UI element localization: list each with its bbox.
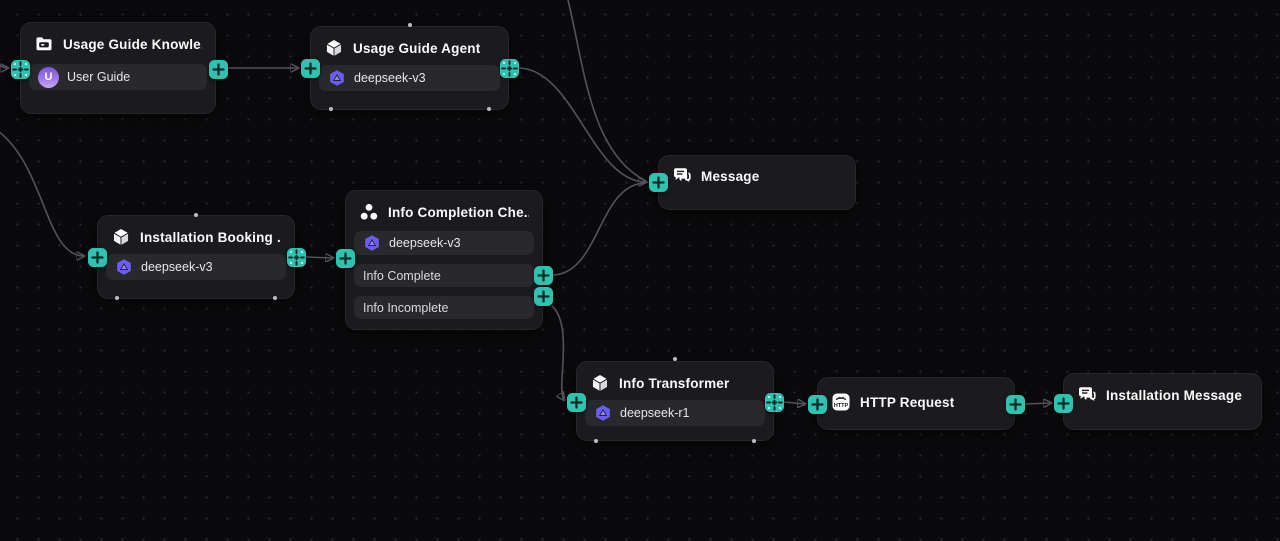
- message-icon: [673, 167, 691, 183]
- branch-complete-output-handle[interactable]: [534, 266, 553, 285]
- plus-icon: [91, 251, 104, 264]
- knowledge-icon: [36, 37, 52, 51]
- edge-http-to-installation-message[interactable]: [1024, 403, 1051, 404]
- edge-into-usage-guide-knowledge[interactable]: [0, 63, 8, 68]
- plus-icon: [652, 176, 665, 189]
- model-name: deepseek-v3: [389, 236, 461, 250]
- knowledge-source-row[interactable]: U User Guide: [29, 64, 207, 90]
- edge-transformer-to-http[interactable]: [783, 402, 805, 404]
- node-installation-message[interactable]: Installation Message: [1054, 373, 1262, 430]
- node-title: Message: [701, 168, 760, 184]
- http-icon: HTTP: [832, 393, 850, 411]
- message-icon: [1078, 386, 1096, 402]
- plus-icon: [1009, 398, 1022, 411]
- deepseek-icon: [365, 235, 379, 251]
- model-name: deepseek-r1: [620, 406, 690, 420]
- node-message[interactable]: Message: [649, 155, 856, 210]
- edge-booking-to-infocompletion[interactable]: [305, 257, 333, 258]
- node-title: Usage Guide Knowle...: [63, 36, 202, 52]
- node-http-request[interactable]: HTTP HTTP Request: [808, 377, 1025, 430]
- branch-info-incomplete[interactable]: Info Incomplete: [354, 296, 534, 319]
- edge-agent-to-message[interactable]: [517, 67, 646, 182]
- plus-icon: [1057, 397, 1070, 410]
- input-handle[interactable]: [336, 249, 355, 268]
- edge-infoincomplete-to-transformer[interactable]: [551, 305, 564, 400]
- output-handle[interactable]: [765, 393, 784, 412]
- node-info-completion-checker[interactable]: Info Completion Che... deepseek-v3 Info …: [336, 190, 553, 330]
- plus-icon: [811, 398, 824, 411]
- deepseek-icon: [330, 70, 344, 86]
- model-selector-row[interactable]: deepseek-v3: [354, 231, 534, 255]
- edge-infocomplete-to-message[interactable]: [551, 182, 647, 276]
- anchor-dot: [752, 439, 756, 443]
- input-handle[interactable]: [649, 173, 668, 192]
- edge-into-installation-booking[interactable]: [0, 128, 84, 256]
- branch-incomplete-output-handle[interactable]: [534, 287, 553, 306]
- crosshair-plus-icon: [12, 61, 29, 78]
- node-title: Installation Message: [1106, 387, 1243, 403]
- anchor-dot: [115, 296, 119, 300]
- crosshair-plus-icon: [501, 60, 518, 77]
- output-handle[interactable]: [287, 248, 306, 267]
- anchor-dot: [673, 357, 677, 361]
- node-title: HTTP Request: [860, 394, 955, 410]
- output-handle[interactable]: [209, 60, 228, 79]
- model-selector-row[interactable]: deepseek-r1: [585, 400, 765, 426]
- anchor-dot: [408, 23, 412, 27]
- input-handle[interactable]: [301, 59, 320, 78]
- agent-cube-icon: [326, 39, 342, 57]
- node-usage-guide-knowledge[interactable]: Usage Guide Knowle... U User Guide: [11, 22, 228, 114]
- anchor-dot: [594, 439, 598, 443]
- input-handle[interactable]: [1054, 394, 1073, 413]
- deepseek-icon: [117, 259, 131, 275]
- model-selector-row[interactable]: deepseek-v3: [319, 65, 500, 91]
- model-selector-row[interactable]: deepseek-v3: [106, 254, 286, 280]
- agent-cube-icon: [113, 228, 129, 246]
- crosshair-plus-icon: [288, 249, 305, 266]
- node-info-transformer[interactable]: Info Transformer deepseek-r1: [567, 361, 784, 441]
- classifier-icon: [360, 204, 378, 220]
- user-guide-avatar: U: [38, 66, 59, 88]
- plus-icon: [339, 252, 352, 265]
- crosshair-plus-icon: [766, 394, 783, 411]
- model-name: deepseek-v3: [141, 260, 213, 274]
- edge-top-to-message[interactable]: [566, 0, 647, 182]
- plus-icon: [304, 62, 317, 75]
- anchor-dot: [487, 107, 491, 111]
- knowledge-source-label: User Guide: [67, 70, 131, 84]
- node-title: Installation Booking ...: [140, 229, 281, 245]
- node-title: Usage Guide Agent: [353, 40, 481, 56]
- input-handle[interactable]: [567, 393, 586, 412]
- input-handle[interactable]: [11, 60, 30, 79]
- plus-icon: [570, 396, 583, 409]
- deepseek-icon: [596, 405, 610, 421]
- plus-icon: [212, 63, 225, 76]
- node-title: Info Completion Che...: [388, 204, 529, 220]
- agent-cube-icon: [592, 374, 608, 392]
- branch-info-complete[interactable]: Info Complete: [354, 264, 534, 287]
- http-icon-label: HTTP: [834, 403, 849, 409]
- node-title: Info Transformer: [619, 375, 730, 391]
- output-handle[interactable]: [1006, 395, 1025, 414]
- anchor-dot: [273, 296, 277, 300]
- anchor-dot: [194, 213, 198, 217]
- anchor-dot: [329, 107, 333, 111]
- node-usage-guide-agent[interactable]: Usage Guide Agent deepseek-v3: [301, 26, 519, 110]
- plus-icon: [537, 269, 550, 282]
- output-handle[interactable]: [500, 59, 519, 78]
- model-name: deepseek-v3: [354, 71, 426, 85]
- input-handle[interactable]: [808, 395, 827, 414]
- input-handle[interactable]: [88, 248, 107, 267]
- plus-icon: [537, 290, 550, 303]
- node-installation-booking[interactable]: Installation Booking ... deepseek-v3: [88, 215, 306, 299]
